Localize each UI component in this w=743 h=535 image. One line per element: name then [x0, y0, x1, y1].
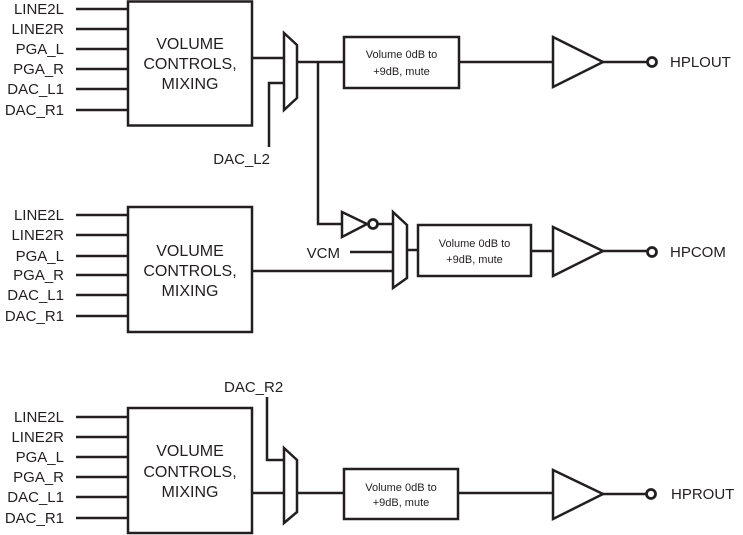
mixer-label-line: CONTROLS,: [143, 56, 236, 73]
volume-box-label: +9dB, mute: [446, 254, 503, 266]
mixer-inputs: LINE2L LINE2R PGA_L PGA_R DAC_L1 DAC_R1: [5, 1, 128, 119]
mux-extra-input-label: DAC_L2: [213, 151, 270, 168]
inverted-feed-wire: [316, 62, 342, 226]
input-label: DAC_R1: [5, 308, 64, 325]
volume-box-label: Volume 0dB to: [439, 238, 511, 250]
volume-box-label: Volume 0dB to: [366, 49, 438, 61]
inverter-icon: [340, 210, 370, 240]
mixer-block: [126, 0, 254, 127]
volume-box-label: +9dB, mute: [373, 66, 430, 78]
input-label: DAC_R1: [5, 102, 64, 119]
volume-box-label: Volume 0dB to: [365, 482, 437, 494]
input-label: DAC_L1: [7, 489, 64, 506]
volume-box: [416, 223, 533, 278]
channel-common: LINE2L LINE2R PGA_L PGA_R DAC_L1 DAC_R1 …: [5, 205, 726, 334]
input-label: DAC_R1: [5, 510, 64, 527]
inverter-bubble-icon: [367, 218, 379, 230]
output-terminal-icon: [645, 488, 657, 500]
mixer-label-line: VOLUME: [156, 36, 224, 53]
mixer-label-line: CONTROLS,: [143, 263, 236, 280]
mixer-label-line: MIXING: [162, 76, 219, 93]
amplifier-icon: [551, 225, 606, 279]
multiplexer: [391, 209, 409, 291]
input-label: PGA_R: [13, 267, 64, 284]
mixer-label-line: MIXING: [162, 283, 219, 300]
input-label: DAC_L1: [7, 287, 64, 304]
mixer-label-line: VOLUME: [156, 243, 224, 260]
output-label: HPCOM: [670, 244, 726, 261]
mixer-label-line: VOLUME: [156, 443, 224, 460]
input-label: LINE2R: [11, 227, 64, 244]
input-label: PGA_R: [13, 469, 64, 486]
mixer-block: [126, 406, 254, 535]
channel-left: LINE2L LINE2R PGA_L PGA_R DAC_L1 DAC_R1 …: [5, 0, 731, 168]
mixer-block: [126, 205, 254, 334]
output-terminal-icon: [646, 56, 658, 68]
mixer-inputs: LINE2L LINE2R PGA_L PGA_R DAC_L1 DAC_R1: [5, 207, 128, 325]
input-label: LINE2R: [11, 429, 64, 446]
multiplexer: [282, 30, 299, 113]
input-label: DAC_L1: [7, 81, 64, 98]
mux-extra-input-wire: [265, 397, 284, 462]
amplifier-icon: [551, 468, 606, 522]
volume-box: [342, 467, 460, 521]
volume-box: [342, 35, 461, 90]
input-label: PGA_L: [16, 41, 64, 58]
input-label: PGA_L: [16, 248, 64, 265]
input-label: PGA_L: [16, 449, 64, 466]
channel-right: LINE2L LINE2R PGA_L PGA_R DAC_L1 DAC_R1 …: [5, 379, 734, 535]
input-label: LINE2L: [14, 207, 64, 224]
input-label: LINE2L: [14, 409, 64, 426]
multiplexer: [282, 445, 299, 526]
mux-extra-input-wire: [267, 81, 284, 147]
mixer-label-line: MIXING: [162, 484, 219, 501]
input-label: LINE2L: [14, 1, 64, 18]
mixer-label-line: CONTROLS,: [143, 464, 236, 481]
mux-extra-input-label: VCM: [307, 245, 340, 262]
output-label: HPLOUT: [670, 54, 731, 71]
volume-box-label: +9dB, mute: [373, 497, 430, 509]
amplifier-icon: [551, 34, 606, 90]
output-label: HPROUT: [671, 486, 734, 503]
input-label: LINE2R: [11, 21, 64, 38]
mixer-inputs: LINE2L LINE2R PGA_L PGA_R DAC_L1 DAC_R1: [5, 409, 128, 527]
input-label: PGA_R: [13, 61, 64, 78]
output-terminal-icon: [646, 246, 658, 258]
mux-extra-input-label: DAC_R2: [224, 379, 283, 396]
